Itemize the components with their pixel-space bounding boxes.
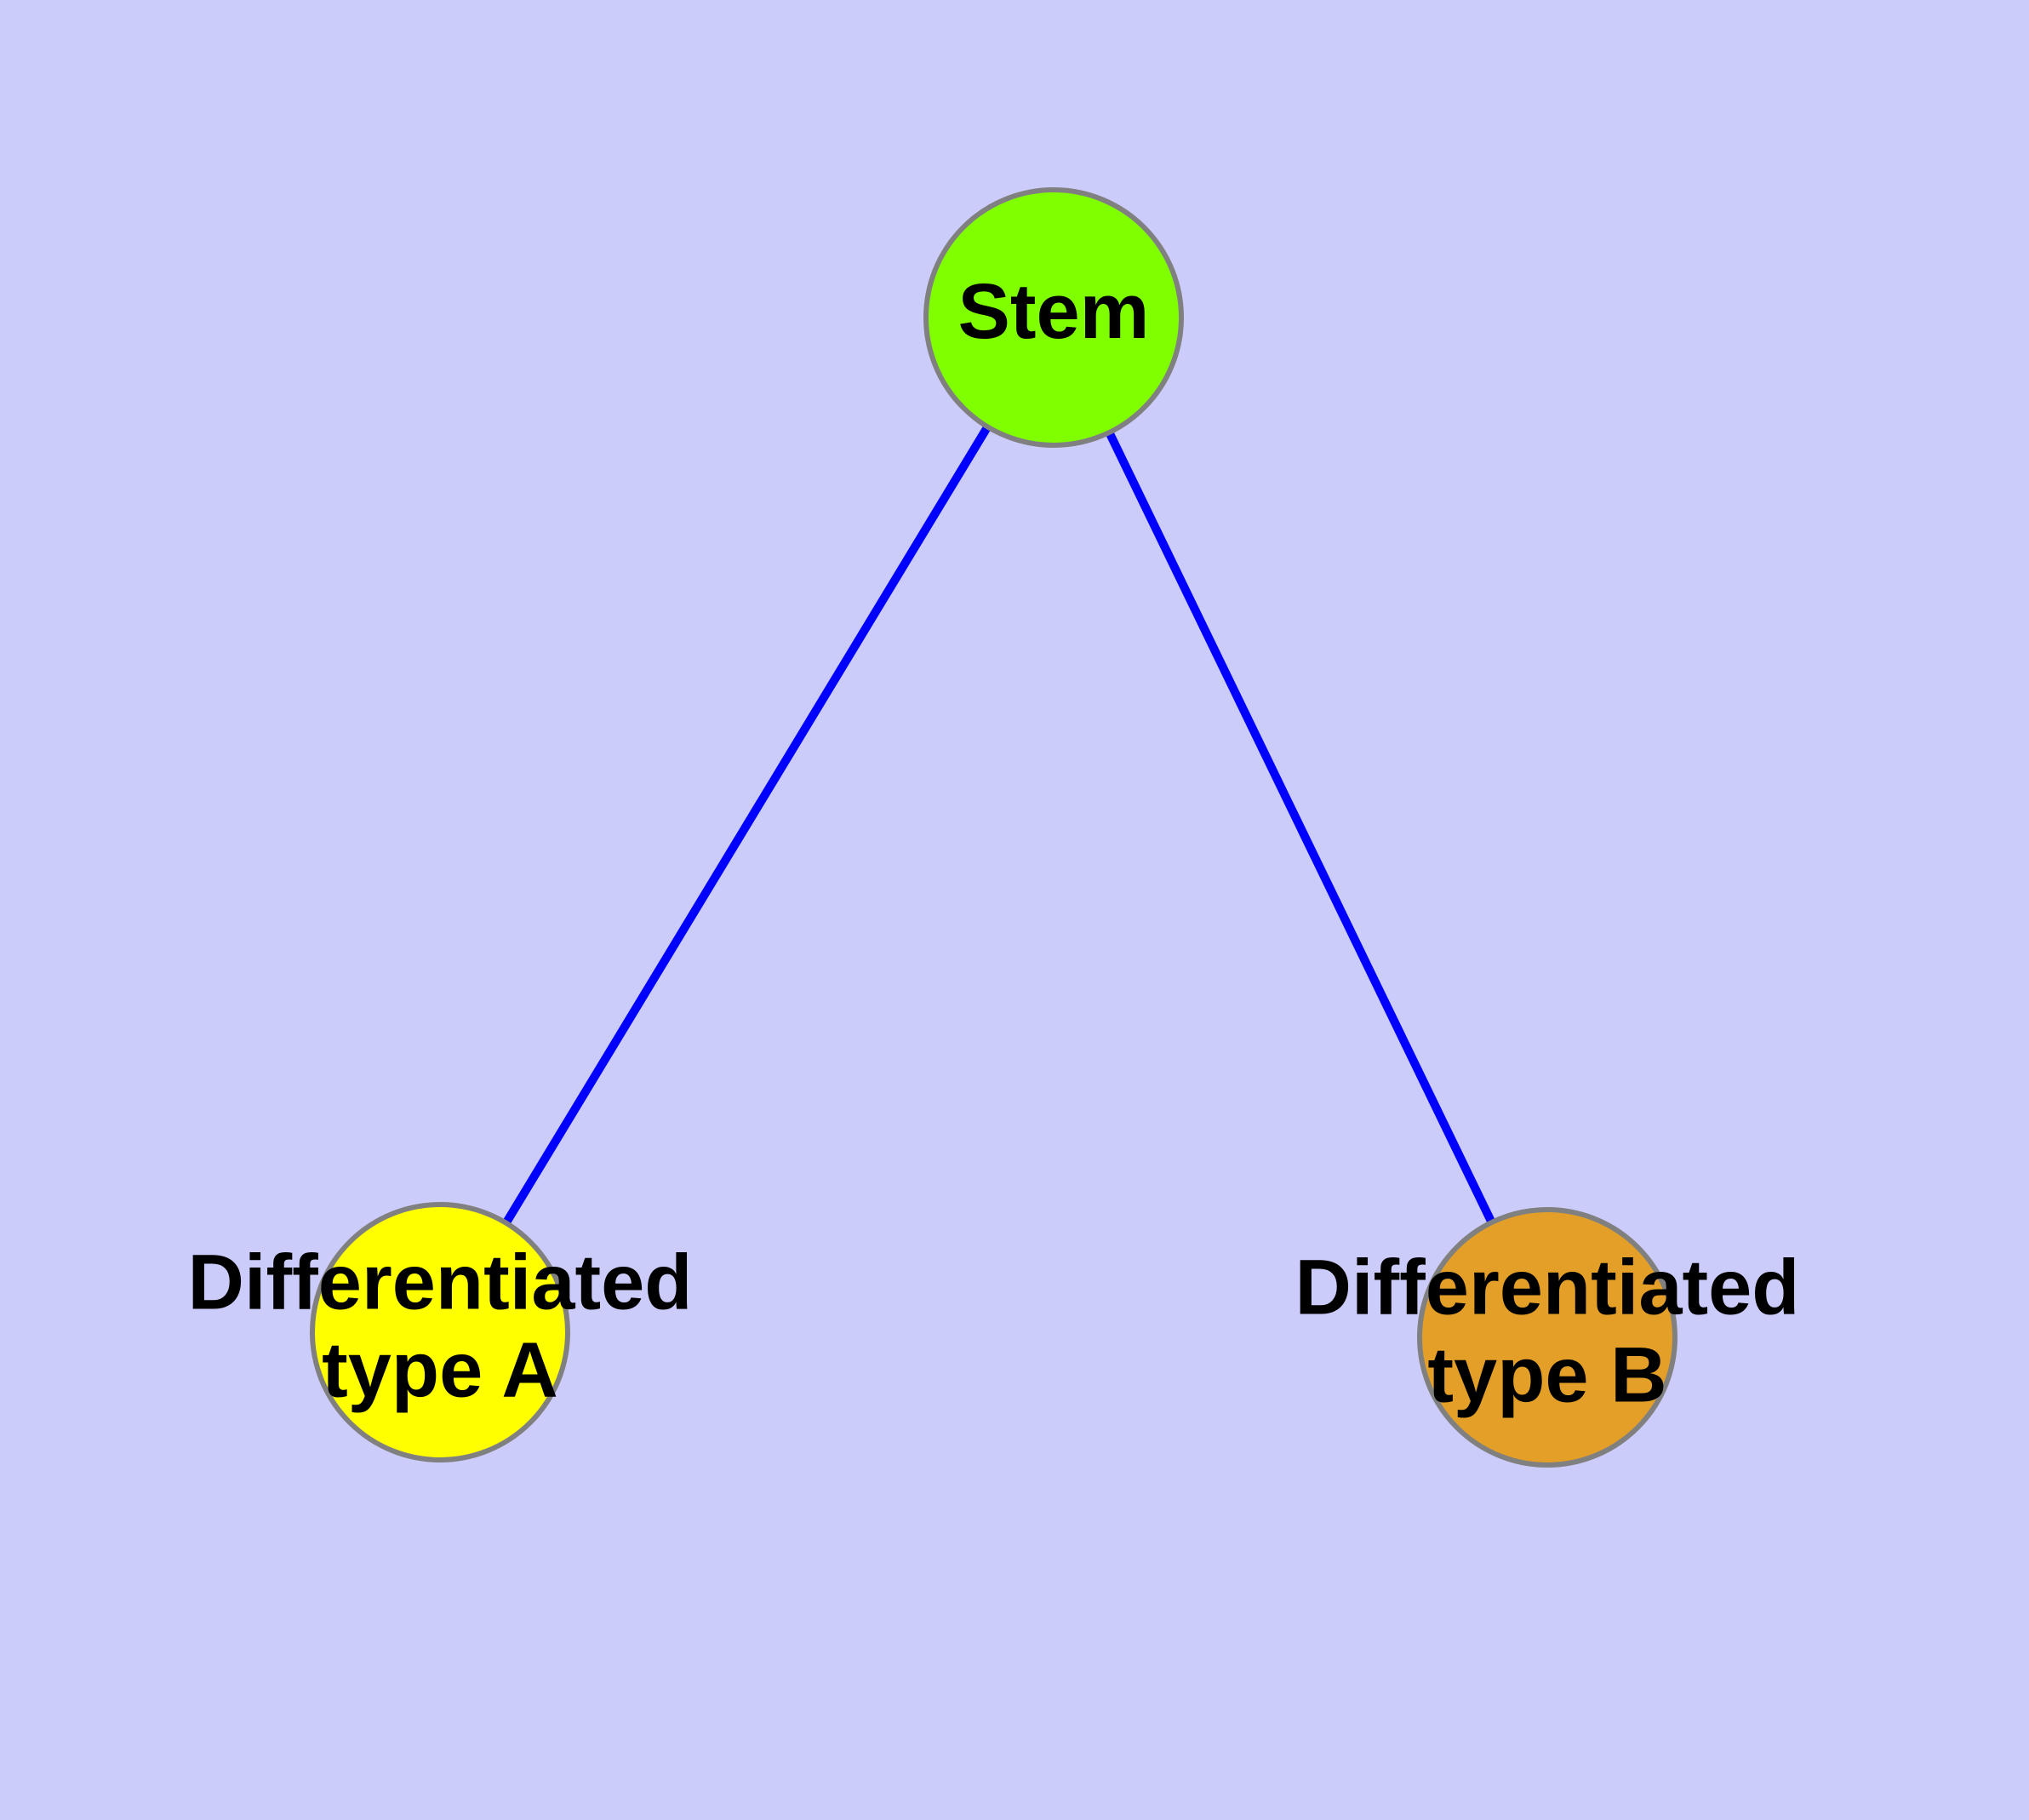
node-label-line: Stem	[958, 268, 1150, 355]
node-label-line: Differentiated	[1295, 1245, 1800, 1331]
node-differentiated-type-a-circle[interactable]	[310, 1202, 570, 1462]
edge-stem-to-differentiated-type-b[interactable]	[1104, 427, 1497, 1228]
node-label-line: type A	[322, 1327, 558, 1414]
node-stem-label: Stem	[958, 268, 1150, 355]
node-differentiated-type-b-circle[interactable]	[1417, 1207, 1677, 1468]
edge-stem-to-differentiated-type-a[interactable]	[500, 421, 993, 1228]
node-differentiated-type-b[interactable]	[1417, 1207, 1677, 1468]
node-label-line: type B	[1427, 1332, 1666, 1419]
node-layer	[310, 187, 1677, 1468]
node-stem-circle[interactable]	[923, 187, 1184, 448]
node-label-line: Differentiated	[188, 1239, 693, 1326]
edge-layer	[500, 421, 1497, 1228]
node-differentiated-type-a[interactable]	[310, 1202, 570, 1462]
node-stem[interactable]	[923, 187, 1184, 448]
